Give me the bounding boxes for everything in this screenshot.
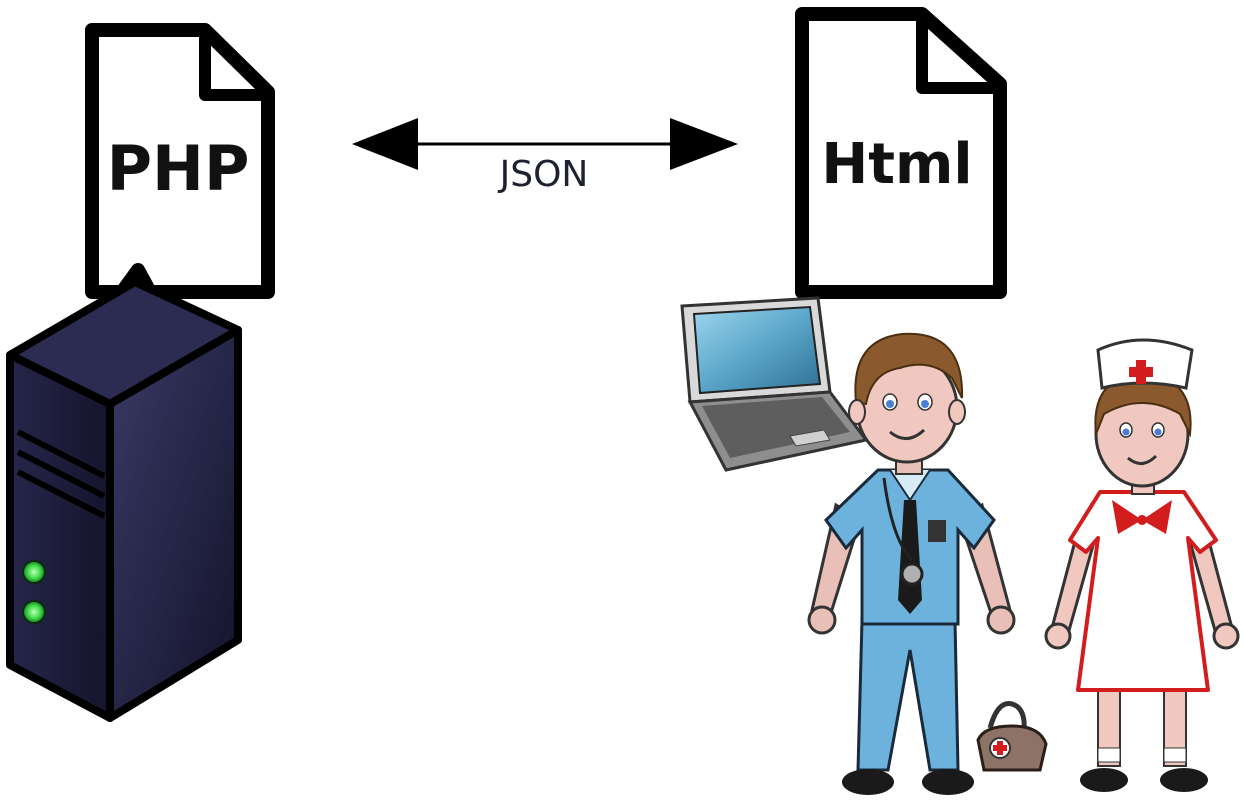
arrow-right-head-icon — [670, 118, 738, 170]
json-label: JSON — [498, 154, 589, 195]
html-document-label: Html — [821, 132, 972, 197]
server-led-icon — [22, 560, 46, 584]
nurse-figure-icon — [1044, 338, 1240, 792]
server-led-icon — [22, 600, 46, 624]
arrow-left-head-icon — [352, 118, 418, 170]
php-document-icon: PHP — [85, 23, 275, 299]
php-document-label: PHP — [107, 132, 250, 205]
server-tower-icon — [6, 278, 242, 722]
html-document-icon: Html — [795, 7, 1007, 299]
json-exchange-arrow: JSON — [352, 118, 738, 195]
doctor-figure-icon — [807, 332, 1016, 795]
laptop-icon — [680, 296, 869, 472]
medical-bag-icon — [976, 701, 1048, 772]
